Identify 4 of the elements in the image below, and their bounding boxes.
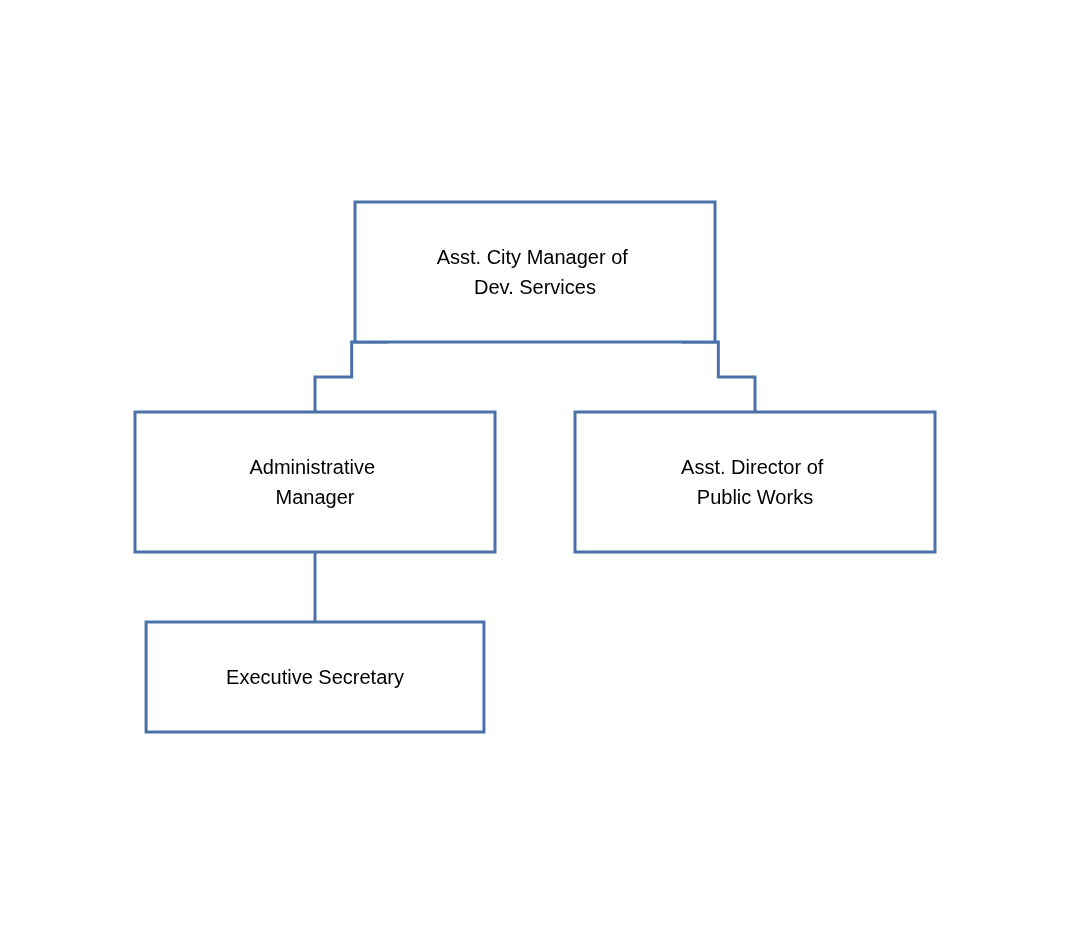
node-box: Administrative Manager xyxy=(133,410,496,554)
node-box: Asst. City Manager of Dev. Services xyxy=(353,200,716,344)
node-box: Asst. Director of Public Works xyxy=(573,410,936,554)
node-box: Executive Secretary xyxy=(144,620,485,734)
